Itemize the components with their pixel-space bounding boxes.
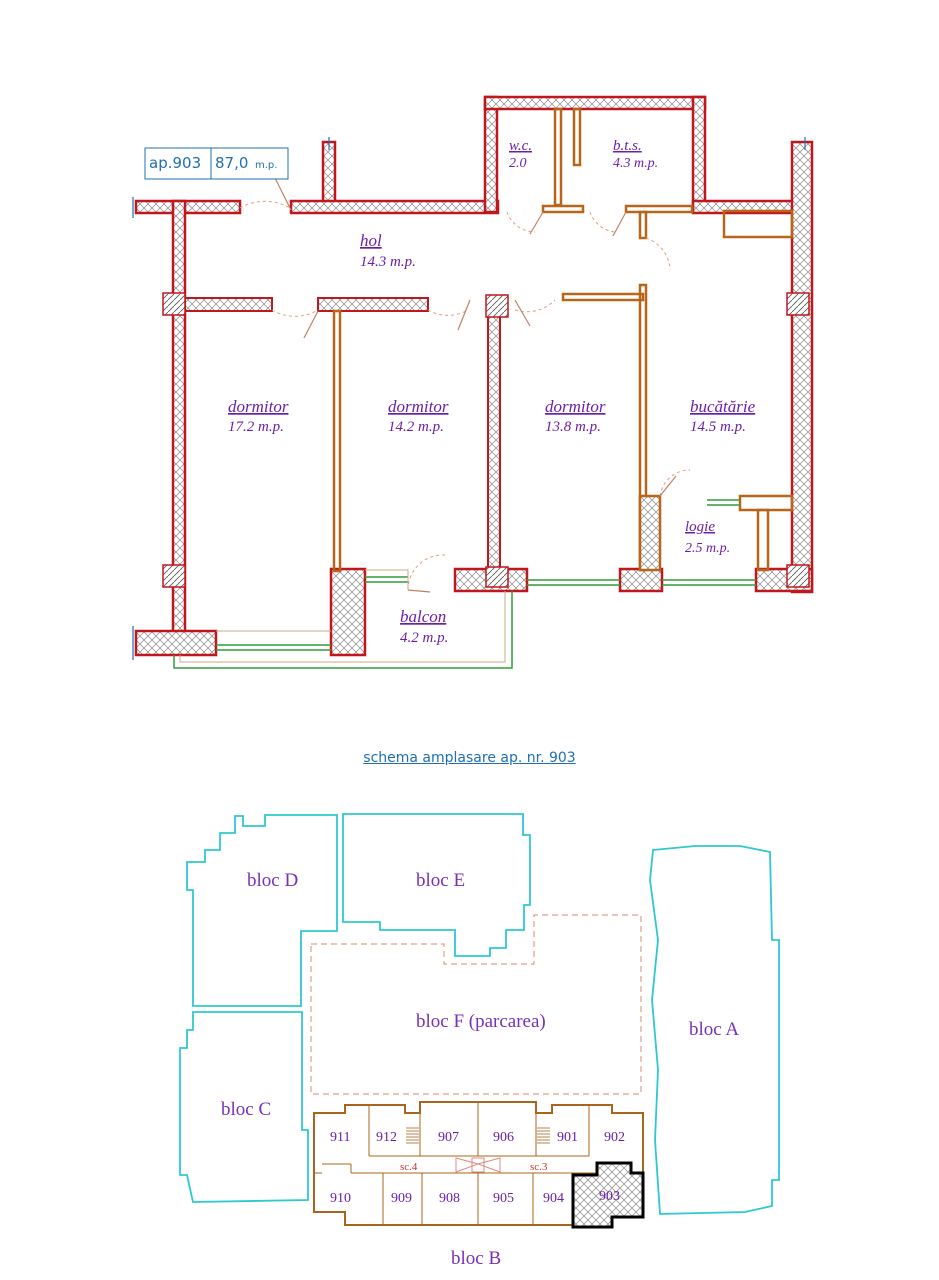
room-hol-area: 14.3 m.p.	[360, 254, 416, 270]
unit-901: 901	[557, 1130, 578, 1145]
bloc-f-label: bloc F (parcarea)	[416, 1011, 546, 1032]
room-bts-name: b.t.s.	[613, 138, 642, 154]
unit-911: 911	[330, 1130, 350, 1145]
room-bucatarie-name: bucătărie	[690, 397, 756, 416]
room-labels: w.c. 2.0 b.t.s. 4.3 m.p. hol 14.3 m.p. d…	[228, 138, 756, 646]
room-bts-area: 4.3 m.p.	[613, 156, 658, 171]
bloc-c-outline	[179, 1011, 309, 1203]
room-hol-name: hol	[360, 231, 382, 250]
unit-906: 906	[493, 1130, 514, 1145]
unit-labels: 911 912 907 906 901 902 910 909 908 905 …	[330, 1130, 625, 1206]
apartment-area-unit: m.p.	[255, 160, 277, 171]
room-dormitor2-area: 14.2 m.p.	[388, 419, 444, 435]
room-bucatarie-area: 14.5 m.p.	[690, 419, 746, 435]
stair-sc3-label: sc.3	[530, 1161, 548, 1173]
unit-903: 903	[599, 1189, 620, 1204]
highlighted-unit-903	[571, 1161, 645, 1229]
doors	[239, 200, 691, 591]
bloc-a-outline	[649, 845, 780, 1215]
apartment-area: 87,0	[215, 154, 248, 172]
columns	[162, 292, 810, 588]
floor-plan: ap.903 87,0 m.p. w.c. 2.0 b.t.s. 4.3 m.p…	[132, 95, 814, 669]
bloc-b-dividers	[314, 1102, 643, 1225]
room-dormitor3-area: 13.8 m.p.	[545, 419, 601, 435]
unit-912: 912	[376, 1130, 397, 1145]
unit-909: 909	[391, 1191, 412, 1206]
apartment-number: ap.903	[149, 154, 201, 172]
axis-markers	[132, 137, 806, 660]
unit-905: 905	[493, 1191, 514, 1206]
bloc-b-outline	[313, 1101, 644, 1226]
bloc-d-label: bloc D	[247, 870, 298, 891]
room-wc-name: w.c.	[509, 138, 532, 154]
site-plan: bloc D bloc E bloc F (parcarea) bloc A b…	[179, 813, 780, 1269]
bloc-a-label: bloc A	[689, 1019, 739, 1040]
stair-sc4-label: sc.4	[400, 1161, 418, 1173]
unit-907: 907	[438, 1130, 459, 1145]
unit-910: 910	[330, 1191, 351, 1206]
corridor-symbol	[455, 1157, 501, 1173]
unit-902: 902	[604, 1130, 625, 1145]
room-logie-name: logie	[685, 519, 715, 535]
unit-904: 904	[543, 1191, 564, 1206]
door-leaves	[274, 177, 677, 593]
room-dormitor3-name: dormitor	[545, 397, 606, 416]
room-logie-area: 2.5 m.p.	[685, 541, 730, 556]
balcony-rail	[179, 569, 506, 663]
interior-walls	[184, 297, 501, 584]
room-balcon-name: balcon	[400, 607, 446, 626]
partition-walls	[332, 107, 794, 573]
room-dormitor1-area: 17.2 m.p.	[228, 419, 284, 435]
room-balcon-area: 4.2 m.p.	[400, 630, 448, 646]
room-dormitor2-name: dormitor	[388, 397, 449, 416]
room-wc-area: 2.0	[509, 156, 527, 171]
room-dormitor1-name: dormitor	[228, 397, 289, 416]
unit-908: 908	[439, 1191, 460, 1206]
stair-symbols	[406, 1127, 550, 1144]
bloc-e-label: bloc E	[416, 870, 465, 891]
bloc-d-outline	[186, 814, 338, 1007]
bloc-b-label: bloc B	[451, 1248, 501, 1269]
exterior-walls	[134, 95, 814, 657]
bloc-c-label: bloc C	[221, 1099, 271, 1120]
bloc-f-outline	[310, 914, 642, 1095]
site-plan-caption: schema amplasare ap. nr. 903	[363, 750, 576, 766]
apartment-badge: ap.903 87,0 m.p.	[144, 147, 289, 180]
bloc-e-outline	[342, 813, 531, 957]
windows	[173, 499, 756, 669]
